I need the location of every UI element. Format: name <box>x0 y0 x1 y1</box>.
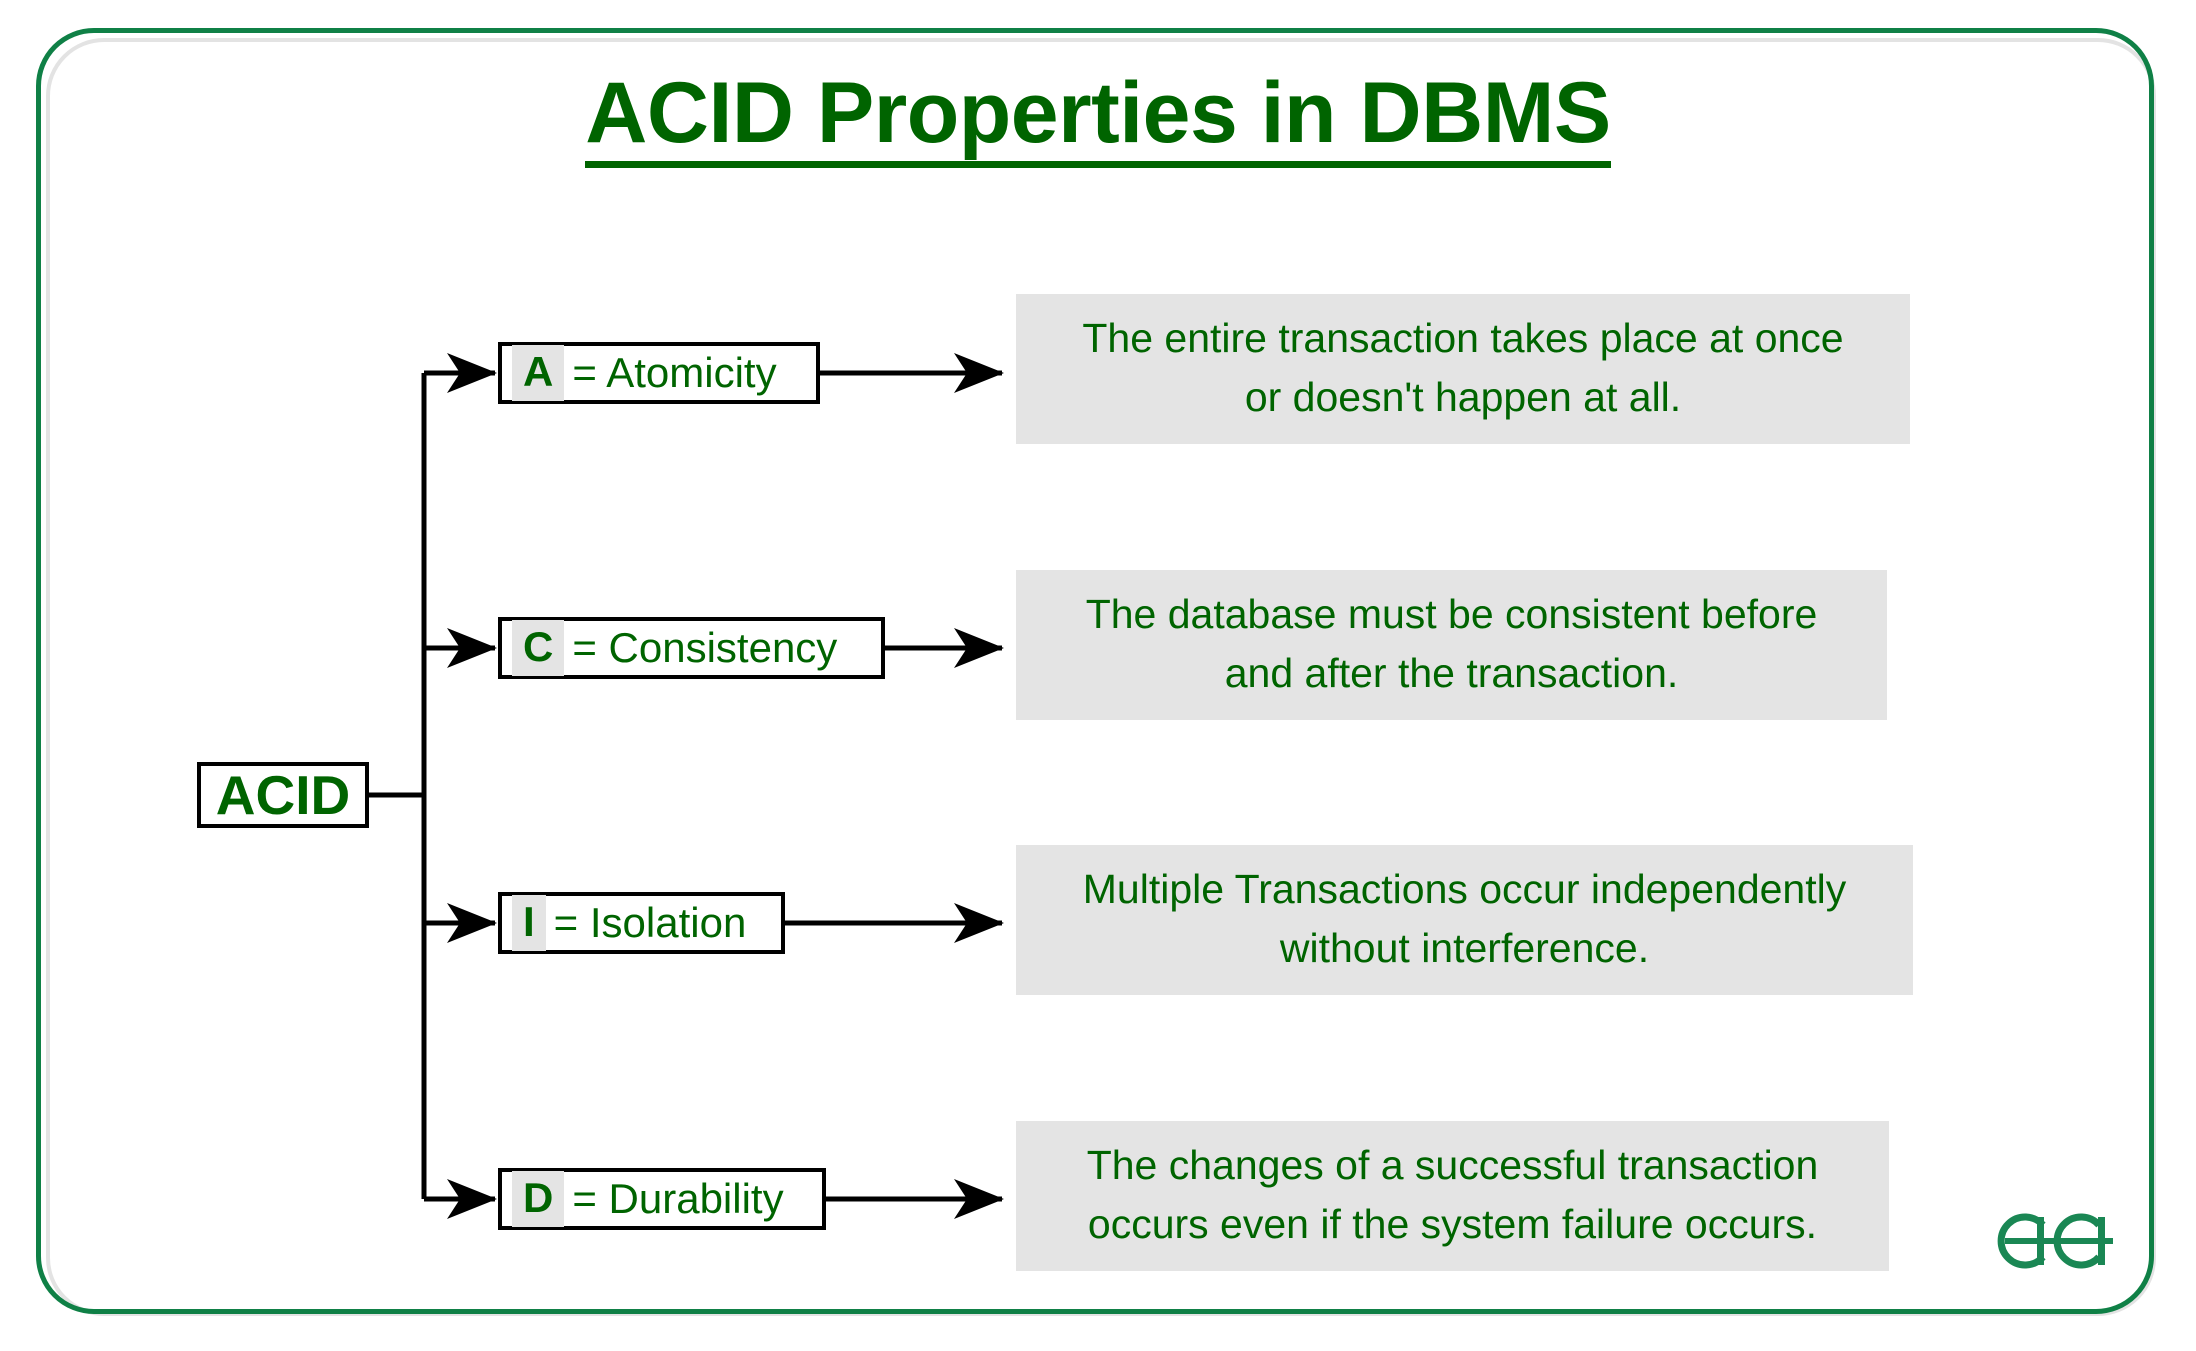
node-text-durability: = Durability <box>572 1175 784 1222</box>
description-line: The entire transaction takes place at on… <box>1082 314 1844 361</box>
node-consistency[interactable]: C = Consistency <box>498 617 885 679</box>
node-letter-d: D <box>512 1171 565 1227</box>
root-node-acid[interactable]: ACID <box>197 762 369 828</box>
node-letter-i: I <box>512 895 546 951</box>
description-line: Multiple Transactions occur independentl… <box>1082 865 1847 912</box>
description-line: occurs even if the system failure occurs… <box>1087 1201 1818 1247</box>
outer-frame-shadow <box>46 38 2156 1316</box>
node-letter-a: A <box>512 345 565 401</box>
page-title-text: ACID Properties in DBMS <box>585 67 1611 169</box>
description-isolation: Multiple Transactions occur independentl… <box>1016 845 1913 995</box>
root-node-label: ACID <box>215 763 351 826</box>
description-line: or doesn't happen at all. <box>1244 374 1682 420</box>
description-line: The changes of a successful transaction <box>1086 1141 1819 1188</box>
node-letter-c: C <box>512 620 565 676</box>
node-text-consistency: = Consistency <box>572 624 838 671</box>
description-line: The database must be consistent before <box>1085 590 1818 637</box>
geeksforgeeks-logo <box>1997 1213 2113 1269</box>
outer-frame-border <box>36 28 2154 1314</box>
description-line: without interference. <box>1279 925 1650 971</box>
page-title: ACID Properties in DBMS <box>0 67 2196 169</box>
node-text-atomicity: = Atomicity <box>572 349 777 396</box>
description-durability: The changes of a successful transaction … <box>1016 1121 1889 1271</box>
description-atomicity: The entire transaction takes place at on… <box>1016 294 1910 444</box>
node-text-isolation: = Isolation <box>553 899 747 946</box>
description-consistency: The database must be consistent before a… <box>1016 570 1887 720</box>
node-atomicity[interactable]: A = Atomicity <box>498 342 820 404</box>
node-durability[interactable]: D = Durability <box>498 1168 826 1230</box>
node-isolation[interactable]: I = Isolation <box>498 892 785 954</box>
description-line: and after the transaction. <box>1224 650 1679 696</box>
